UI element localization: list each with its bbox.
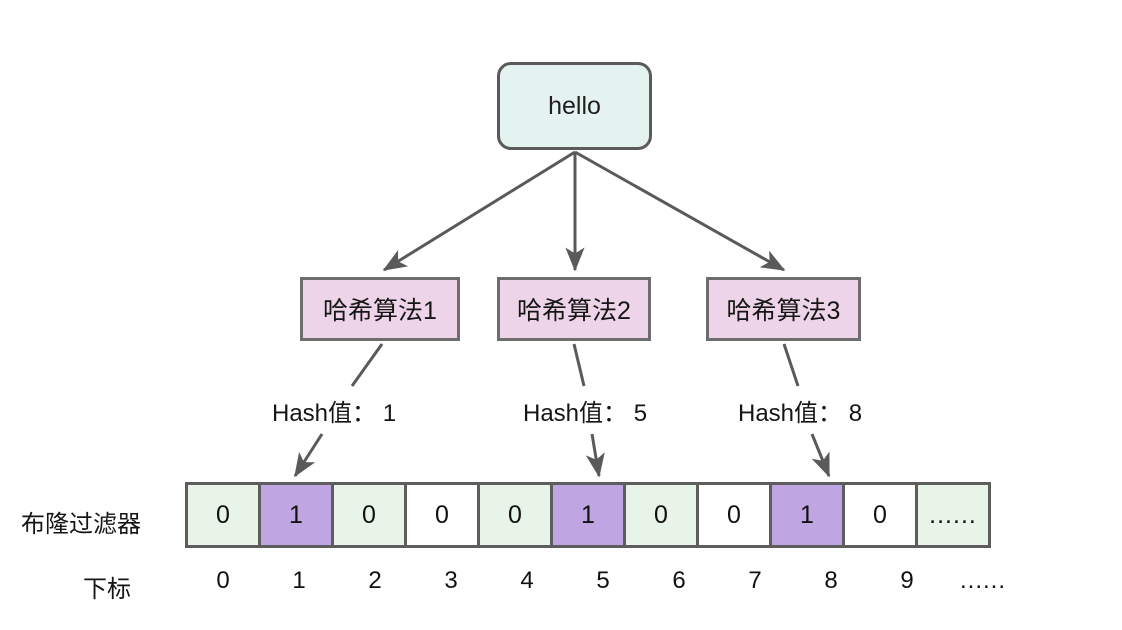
bit-cell-6[interactable]: 0 [623, 482, 699, 548]
bit-cell-0-value: 0 [216, 500, 230, 529]
bit-cell-7-value: 0 [727, 500, 741, 529]
hash-value-label-2: Hash值： 5 [523, 400, 648, 427]
index-cell-2: 2 [337, 563, 413, 599]
hash-node-1-label: 哈希算法1 [323, 297, 437, 325]
index-cell-8-value: 8 [824, 567, 838, 594]
edge-hash2-stub [572, 343, 586, 387]
bit-cell-2-value: 0 [362, 500, 376, 529]
bloom-filter-index-array: 0 1 2 3 4 5 6 7 8 9...... [185, 563, 1021, 599]
bit-cell-9[interactable]: 0 [842, 482, 918, 548]
index-cell-1: 1 [261, 563, 337, 599]
bit-cell-6-value: 0 [654, 500, 668, 529]
edge-hello-to-hash1 [382, 150, 576, 272]
bit-cell-8[interactable]: 1 [769, 482, 845, 548]
hash-value-label-3: Hash值： 8 [738, 400, 863, 427]
edge-hash3-to-bit8 [810, 433, 831, 478]
index-cell-10-value: ...... [959, 567, 1006, 594]
hash-node-3-label: 哈希算法3 [726, 297, 841, 325]
bit-cell-5-value: 1 [581, 500, 595, 529]
index-cell-9-value: 9 [900, 567, 914, 594]
index-cell-4-value: 4 [520, 567, 534, 594]
index-cell-3-value: 3 [444, 567, 458, 594]
index-cell-6: 6 [641, 563, 717, 599]
bit-cell-8-value: 1 [800, 500, 814, 529]
hash-value-label-1: Hash值： 1 [272, 400, 397, 427]
edge-hash2-to-bit5 [585, 433, 605, 478]
index-cell-8: 8 [793, 563, 869, 599]
source-node-label: hello [548, 91, 601, 120]
edge-hash1-stub [350, 343, 384, 387]
index-row-label: 下标 [83, 576, 131, 603]
bit-cell-10[interactable]: ...... [915, 482, 991, 548]
bit-cell-7[interactable]: 0 [696, 482, 772, 548]
index-cell-0-value: 0 [216, 567, 230, 594]
hash-node-2[interactable]: 哈希算法2 [497, 277, 651, 341]
index-cell-5-value: 5 [596, 567, 610, 594]
bit-cell-2[interactable]: 0 [331, 482, 407, 548]
hash-node-2-label: 哈希算法2 [517, 297, 631, 325]
index-cell-5: 5 [565, 563, 641, 599]
bit-cell-9-value: 0 [873, 500, 887, 529]
index-cell-0: 0 [185, 563, 261, 599]
bit-cell-0[interactable]: 0 [185, 482, 261, 548]
source-node-hello[interactable]: hello [497, 62, 652, 150]
bit-cell-1-value: 1 [289, 500, 303, 529]
bit-cell-5[interactable]: 1 [550, 482, 626, 548]
hash-node-1[interactable]: 哈希算法1 [300, 277, 460, 341]
hash-node-3[interactable]: 哈希算法3 [706, 277, 861, 341]
bit-cell-4-value: 0 [508, 500, 522, 529]
bit-cell-4[interactable]: 0 [477, 482, 553, 548]
index-cell-7-value: 7 [748, 567, 762, 594]
bit-cell-1[interactable]: 1 [258, 482, 334, 548]
bit-cell-3-value: 0 [435, 500, 449, 529]
index-cell-2-value: 2 [368, 567, 382, 594]
bloom-filter-bit-array: 0 1 0 0 0 1 0 0 1 0...... [185, 482, 991, 548]
edge-hash1-to-bit1 [293, 433, 324, 478]
bit-cell-10-value: ...... [929, 500, 977, 529]
index-cell-3: 3 [413, 563, 489, 599]
index-cell-9: 9 [869, 563, 945, 599]
edge-hello-to-hash3 [574, 150, 786, 272]
index-cell-10: ...... [945, 563, 1021, 599]
index-cell-6-value: 6 [672, 567, 686, 594]
bloom-filter-row-label: 布隆过滤器 [21, 511, 141, 538]
index-cell-7: 7 [717, 563, 793, 599]
index-cell-4: 4 [489, 563, 565, 599]
edge-hash3-stub [782, 343, 800, 387]
index-cell-1-value: 1 [292, 567, 306, 594]
bit-cell-3[interactable]: 0 [404, 482, 480, 548]
